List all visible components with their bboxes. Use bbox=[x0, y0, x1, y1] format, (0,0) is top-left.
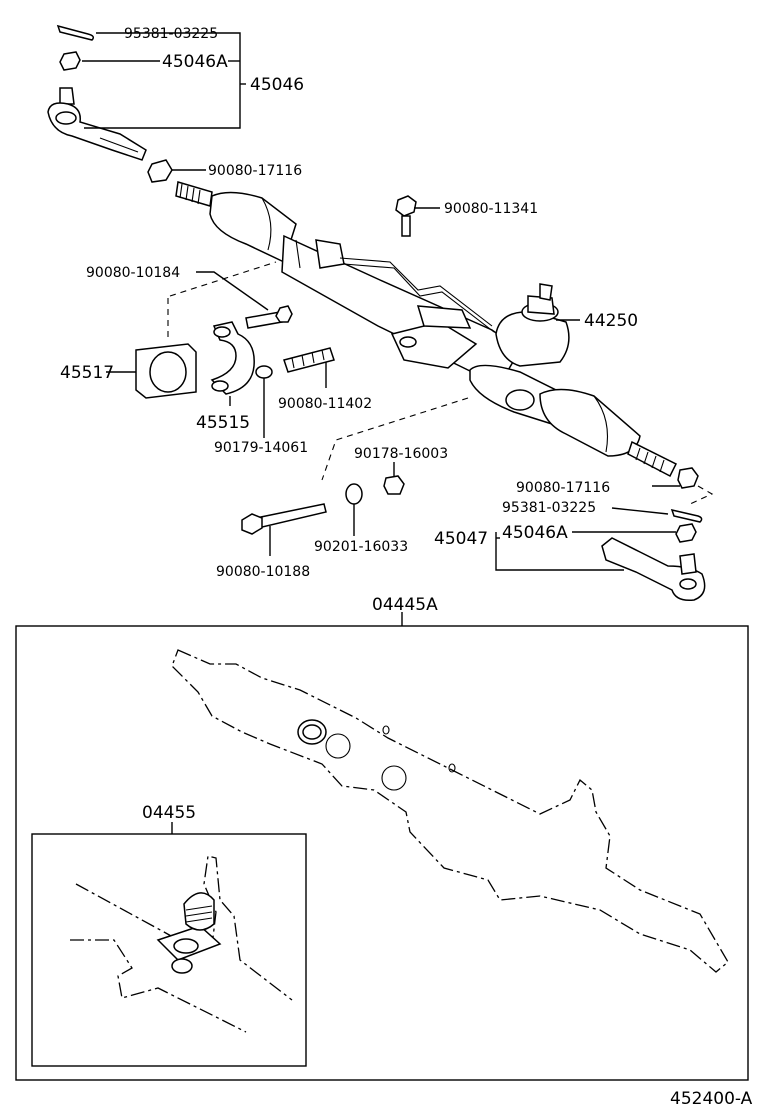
mount-bolt bbox=[255, 503, 327, 529]
label-90080-11341: 90080-11341 bbox=[444, 201, 538, 217]
lower-tie-rod-end-group bbox=[495, 467, 714, 602]
label-45515: 45515 bbox=[196, 413, 250, 433]
label-90080-17116-lower: 90080-17116 bbox=[516, 480, 610, 496]
castle-nut-lower bbox=[675, 523, 697, 543]
castle-nut-upper bbox=[59, 51, 81, 71]
label-95381-03225-upper: 95381-03225 bbox=[124, 26, 218, 42]
label-figure-code: 452400-A bbox=[670, 1089, 753, 1109]
gasket-kit-box bbox=[15, 612, 749, 1081]
nut-small bbox=[383, 475, 405, 495]
housing-bolt bbox=[395, 195, 440, 237]
phantom-rack-outline bbox=[171, 649, 729, 973]
label-90080-10188: 90080-10188 bbox=[216, 564, 310, 580]
mount-bolt-group bbox=[241, 397, 469, 556]
label-90179-14061: 90179-14061 bbox=[214, 440, 308, 456]
stud-bolt bbox=[283, 347, 335, 373]
steering-gear-housing bbox=[175, 181, 678, 478]
label-90080-11402: 90080-11402 bbox=[278, 396, 372, 412]
label-90080-17116-upper: 90080-17116 bbox=[208, 163, 302, 179]
washer-small bbox=[255, 365, 273, 379]
lock-nut-upper bbox=[147, 159, 173, 183]
cotter-pin-upper bbox=[56, 24, 95, 41]
label-90178-16003: 90178-16003 bbox=[354, 446, 448, 462]
gasket-kit-sub-box bbox=[31, 822, 307, 1067]
valve-body bbox=[495, 311, 570, 367]
label-45047: 45047 bbox=[434, 529, 488, 549]
upper-tie-rod-end-group bbox=[47, 24, 246, 183]
bracket-group bbox=[106, 261, 335, 438]
label-04445A: 04445A bbox=[372, 595, 438, 615]
label-44250: 44250 bbox=[584, 311, 638, 331]
label-04455: 04455 bbox=[142, 803, 196, 823]
label-95381-03225-lower: 95381-03225 bbox=[502, 500, 596, 516]
tie-rod-end-lower bbox=[601, 537, 706, 602]
label-45046: 45046 bbox=[250, 75, 304, 95]
label-90201-16033: 90201-16033 bbox=[314, 539, 408, 555]
lock-nut-lower bbox=[677, 467, 699, 489]
washer-large bbox=[345, 483, 363, 505]
cotter-pin-lower bbox=[670, 508, 703, 523]
hydraulic-line bbox=[339, 257, 493, 327]
label-45517: 45517 bbox=[60, 363, 114, 383]
bracket-clamp bbox=[210, 321, 255, 395]
tie-rod-end-upper bbox=[59, 87, 75, 105]
label-45046A-lower: 45046A bbox=[502, 523, 568, 543]
boot-lower bbox=[539, 388, 641, 457]
label-45046A-upper: 45046A bbox=[162, 52, 228, 72]
label-90080-10184: 90080-10184 bbox=[86, 265, 180, 281]
